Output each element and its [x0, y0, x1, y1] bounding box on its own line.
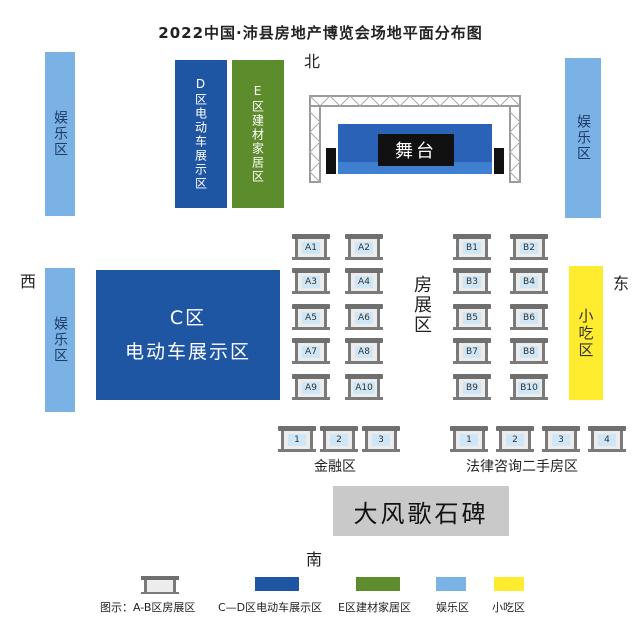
booth-b9: B9: [453, 374, 491, 400]
booth-a5: A5: [292, 304, 330, 330]
booth-b8: B8: [510, 338, 548, 364]
booth-label: A8: [355, 346, 373, 358]
monument: 大风歌石碑: [333, 486, 509, 536]
booth-a10: A10: [345, 374, 383, 400]
legend-booth-text: 图示：A-B区房展区: [100, 601, 196, 614]
page-title: 2022中国·沛县房地产博览会场地平面分布图: [158, 24, 483, 42]
finance-booth-3: 3: [362, 426, 400, 452]
legend-building-swatch: [356, 577, 400, 591]
booth-label: 2: [506, 434, 524, 446]
zone-c-ev-display: C区 电动车展示区: [96, 270, 280, 400]
legal-zone-label: 法律咨询二手房区: [466, 459, 578, 475]
legend-entertainment-swatch: [436, 577, 466, 591]
snack-zone: 小吃区: [569, 266, 603, 400]
entertainment-zone-w: 娱乐区: [45, 268, 75, 412]
house-exhibition-zone-label: 房展区: [411, 275, 432, 335]
booth-label: B1: [463, 242, 481, 254]
legal-booth-4: 4: [588, 426, 626, 452]
booth-a8: A8: [345, 338, 383, 364]
legal-booth-3: 3: [542, 426, 580, 452]
booth-b7: B7: [453, 338, 491, 364]
finance-booth-2: 2: [320, 426, 358, 452]
legal-booth-2: 2: [496, 426, 534, 452]
booth-b10: B10: [510, 374, 548, 400]
booth-b6: B6: [510, 304, 548, 330]
legend-ev-text: C—D区电动车展示区: [218, 601, 323, 614]
booth-b4: B4: [510, 268, 548, 294]
legend-snack-text: 小吃区: [492, 601, 525, 614]
booth-label: A5: [302, 312, 320, 324]
booth-a1: A1: [292, 234, 330, 260]
booth-label: 3: [372, 434, 390, 446]
booth-label: B7: [463, 346, 481, 358]
zone-d-ev-display: D区电动车展示区: [175, 60, 227, 208]
booth-label: A4: [355, 276, 373, 288]
booth-a3: A3: [292, 268, 330, 294]
legend-building-text: E区建材家居区: [338, 601, 411, 614]
booth-label: A6: [355, 312, 373, 324]
booth-b2: B2: [510, 234, 548, 260]
south-label: 南: [306, 550, 323, 569]
booth-label: B5: [463, 312, 481, 324]
booth-b3: B3: [453, 268, 491, 294]
entertainment-zone-nw: 娱乐区: [45, 52, 75, 216]
booth-label: A1: [302, 242, 320, 254]
booth-label: A3: [302, 276, 320, 288]
booth-a4: A4: [345, 268, 383, 294]
booth-a9: A9: [292, 374, 330, 400]
booth-a6: A6: [345, 304, 383, 330]
booth-icon: [141, 576, 179, 594]
booth-label: B6: [520, 312, 538, 324]
west-label: 西: [20, 272, 37, 291]
east-label: 东: [613, 274, 630, 293]
booth-label: A9: [302, 382, 320, 394]
booth-b5: B5: [453, 304, 491, 330]
booth-label: A2: [355, 242, 373, 254]
booth-label: 1: [288, 434, 306, 446]
entertainment-zone-ne: 娱乐区: [565, 58, 601, 218]
booth-label: B4: [520, 276, 538, 288]
booth-label: B9: [463, 382, 481, 394]
booth-label: B10: [518, 382, 540, 394]
north-label: 北: [304, 52, 321, 71]
booth-label: B2: [520, 242, 538, 254]
legend-entertainment-text: 娱乐区: [436, 601, 469, 614]
legal-booth-1: 1: [450, 426, 488, 452]
finance-zone-label: 金融区: [314, 459, 356, 475]
legend-snack-swatch: [494, 577, 524, 591]
booth-label: 2: [330, 434, 348, 446]
finance-booth-1: 1: [278, 426, 316, 452]
legend-ev-swatch: [255, 577, 299, 591]
booth-label: A7: [302, 346, 320, 358]
booth-label: B8: [520, 346, 538, 358]
booth-label: 4: [598, 434, 616, 446]
booth-label: 1: [460, 434, 478, 446]
booth-label: A10: [353, 382, 375, 394]
zone-e-building-materials: E区建材家居区: [232, 60, 284, 208]
booth-a7: A7: [292, 338, 330, 364]
booth-label: 3: [552, 434, 570, 446]
booth-label: B3: [463, 276, 481, 288]
booth-b1: B1: [453, 234, 491, 260]
stage-label: 舞台: [378, 134, 454, 166]
legend-booth-icon: [140, 575, 180, 595]
booth-a2: A2: [345, 234, 383, 260]
